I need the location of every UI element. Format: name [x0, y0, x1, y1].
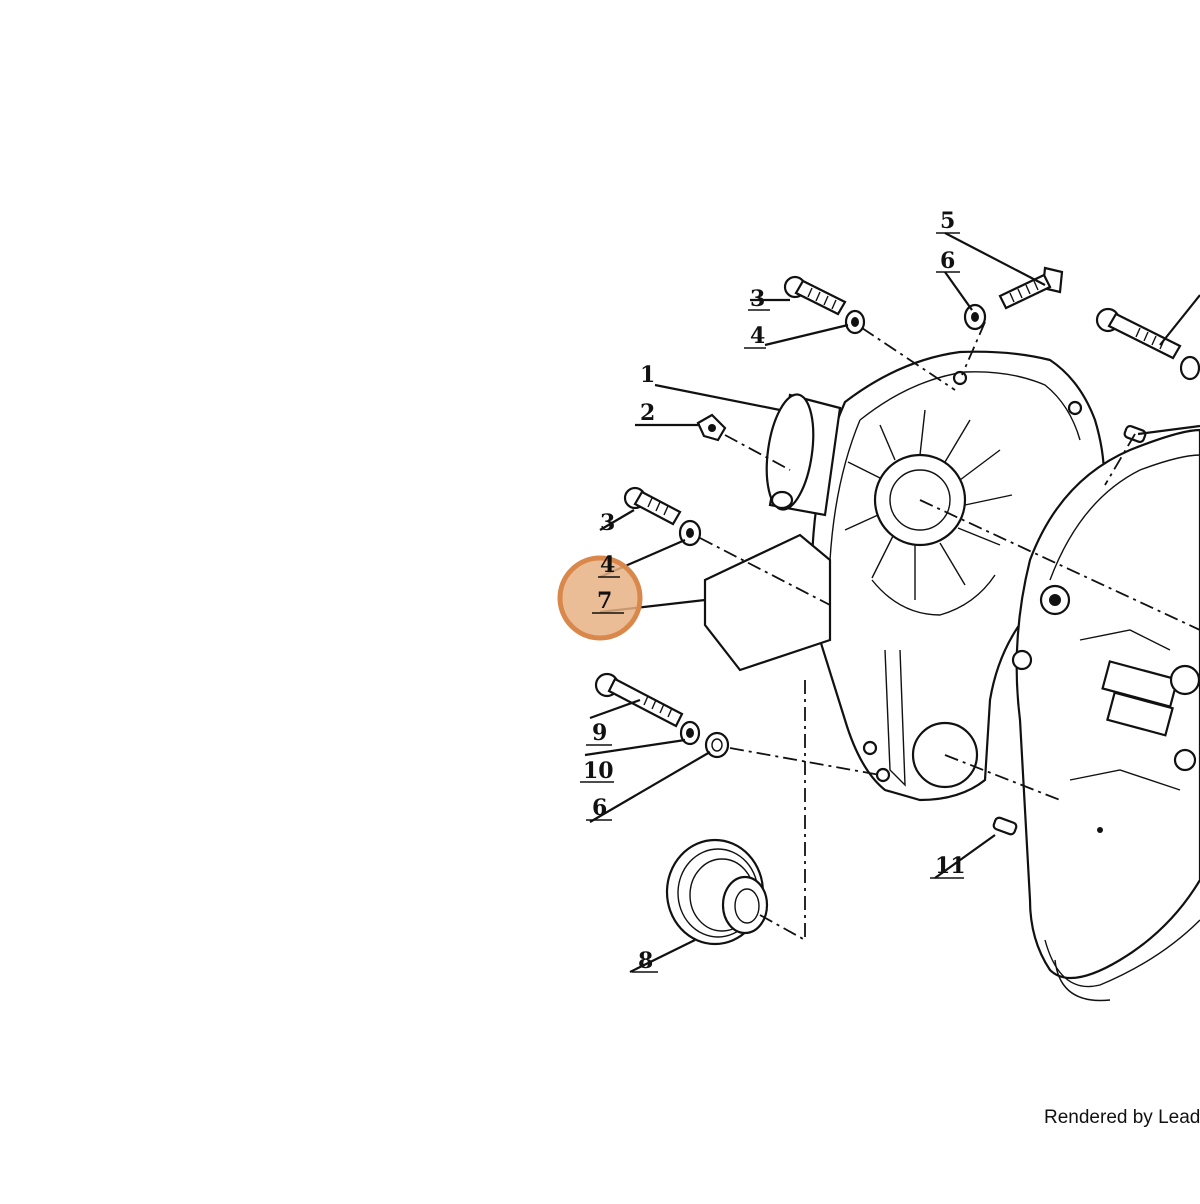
callout-underlines: [580, 232, 964, 973]
part-7-gasket: [703, 533, 832, 672]
callout-3-mid[interactable]: 3: [600, 510, 615, 536]
part-2-plate: [696, 413, 727, 442]
washer-4-mid: [678, 519, 702, 547]
callout-11[interactable]: 11: [935, 853, 966, 879]
render-credit: Rendered by LeadV: [1044, 1107, 1200, 1128]
callout-7[interactable]: 7: [597, 588, 612, 614]
callout-1[interactable]: 1: [640, 362, 655, 388]
callout-2[interactable]: 2: [640, 400, 655, 426]
washer-6-top: [963, 303, 987, 331]
callout-6-lower[interactable]: 6: [592, 795, 607, 821]
bolt-3-mid: [623, 486, 682, 526]
bolt-5-top: [998, 266, 1064, 310]
callout-4-mid[interactable]: 4: [600, 552, 615, 578]
washer-4-upper: [844, 309, 866, 335]
callout-3-upper[interactable]: 3: [750, 286, 765, 312]
callout-9[interactable]: 9: [592, 720, 607, 746]
gearbox-body: [992, 428, 1200, 1002]
callout-4-upper[interactable]: 4: [750, 323, 765, 349]
part-1-shaft: [765, 393, 842, 517]
callout-10[interactable]: 10: [583, 758, 614, 784]
bolt-3-upper: [783, 275, 847, 316]
washer-10: [679, 720, 701, 746]
highlight-marker: [557, 555, 643, 641]
callouts: 1 2 3 4 3 4 5 6 7 9 10 6 8 11: [583, 208, 966, 974]
washer-6-lower: [704, 731, 730, 759]
assembly-lines: [699, 321, 1200, 941]
callout-8[interactable]: 8: [638, 948, 653, 974]
bolt-9: [594, 672, 684, 728]
callout-5[interactable]: 5: [940, 208, 955, 234]
bolt-right: [1095, 307, 1200, 444]
callout-6-top[interactable]: 6: [940, 248, 955, 274]
part-8-seal: [665, 838, 769, 946]
